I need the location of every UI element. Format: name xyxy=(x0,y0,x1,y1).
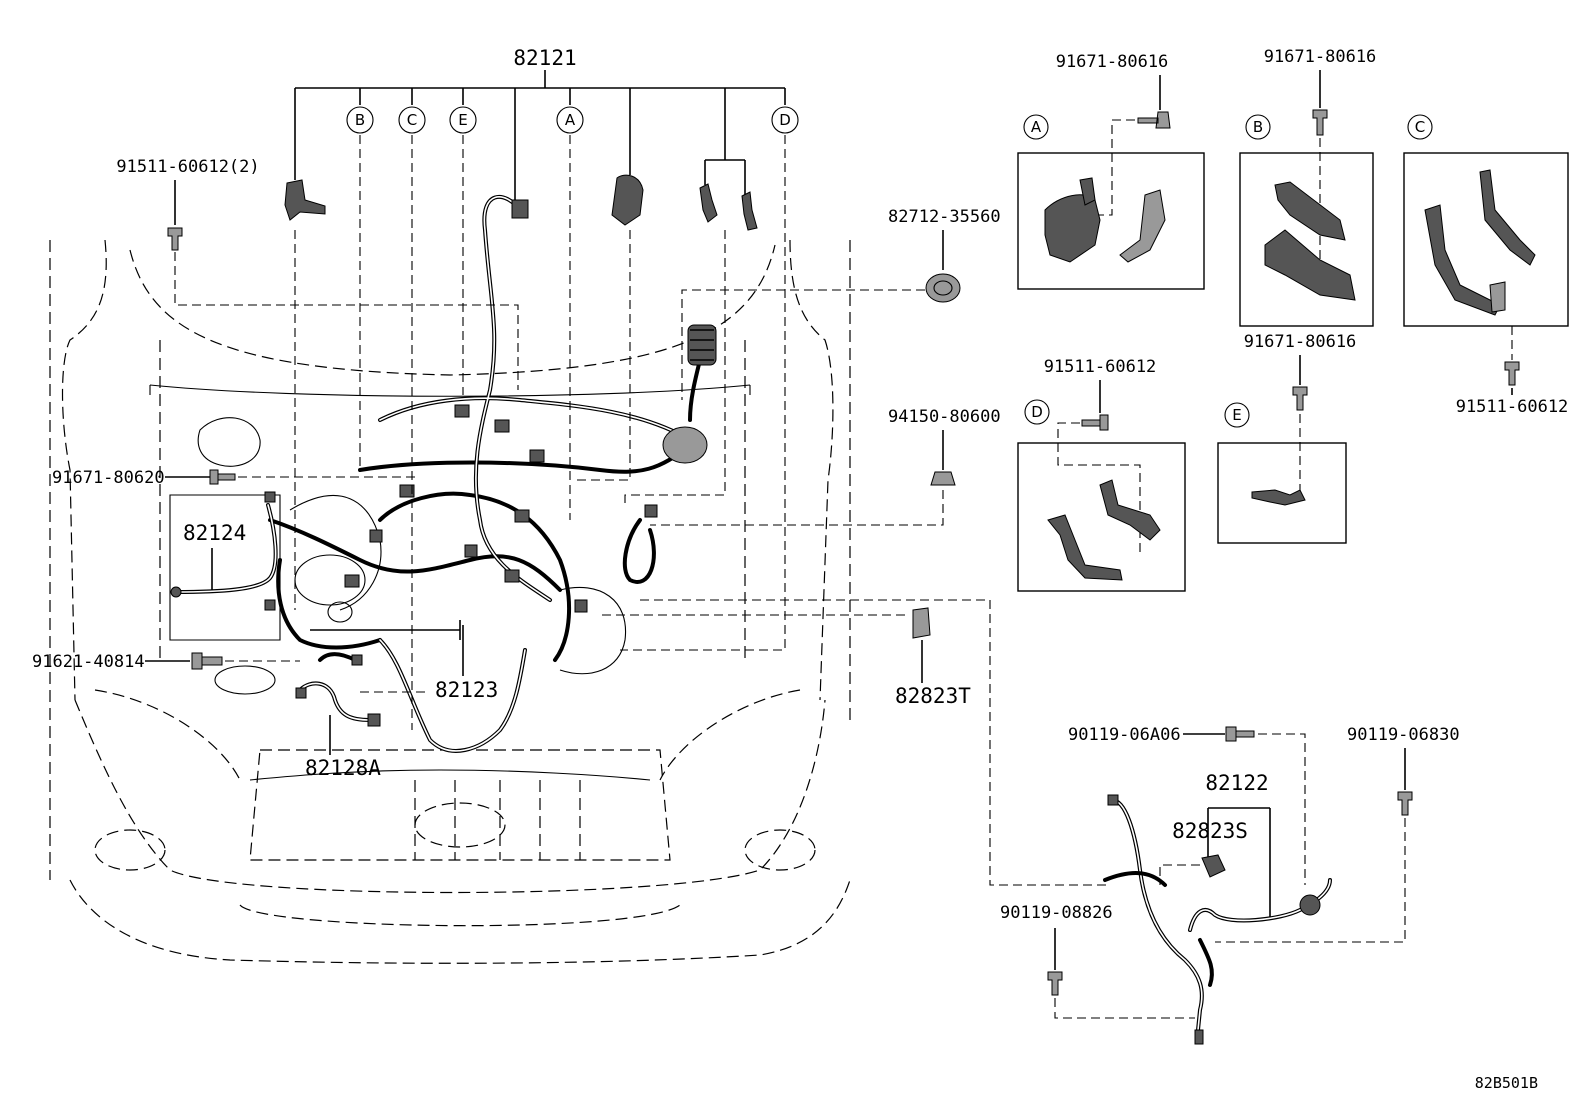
detail-b-bolt-bottom-label: 91671-80616 xyxy=(1244,332,1357,352)
label-94150-80600: 94150-80600 xyxy=(888,407,1001,427)
top-clip-parts xyxy=(284,174,758,231)
branch-letters: B C E A D xyxy=(346,106,799,134)
detail-box-d: D 91511-60612 xyxy=(1017,357,1186,592)
engine-bay xyxy=(169,417,651,781)
middle-callouts: 82712-35560 94150-80600 82823T xyxy=(600,207,1110,886)
detail-b-letter: B xyxy=(1253,118,1263,136)
branch-letter-d: D xyxy=(779,111,791,129)
branch-letter-a: A xyxy=(565,111,576,129)
detail-box-c: C 91511-60612 xyxy=(1403,114,1569,417)
label-82124: 82124 xyxy=(183,521,246,545)
detail-box-a: A 91671-80616 xyxy=(1017,52,1205,290)
82121-leader xyxy=(294,70,786,730)
label-91511-60612-2: 91511-60612(2) xyxy=(116,157,259,177)
label-91671-80620: 91671-80620 xyxy=(52,468,165,488)
left-callouts: 91511-60612(2) 91671-80620 82124 91621-4… xyxy=(32,157,519,780)
detail-b-bolt-top-label: 91671-80616 xyxy=(1264,47,1377,67)
label-90119-08826: 90119-08826 xyxy=(1000,903,1113,923)
detail-c-bolt-label: 91511-60612 xyxy=(1456,397,1569,417)
label-91621-40814: 91621-40814 xyxy=(32,652,145,672)
detail-e-letter: E xyxy=(1232,406,1241,424)
label-82823t: 82823T xyxy=(895,684,971,708)
branch-letter-c: C xyxy=(407,111,417,129)
detail-box-e: E xyxy=(1217,402,1347,544)
label-82712-35560: 82712-35560 xyxy=(888,207,1001,227)
label-82121: 82121 xyxy=(513,46,576,70)
branch-letter-b: B xyxy=(355,111,365,129)
reference-code: 82B501B xyxy=(1475,1074,1538,1092)
battery-harness-82122: 90119-06A06 90119-06830 82122 82823S 901… xyxy=(1000,725,1460,1045)
vehicle-body-outline xyxy=(49,239,851,964)
label-82128a: 82128A xyxy=(305,756,381,780)
detail-c-letter: C xyxy=(1415,118,1425,136)
detail-d-bolt-label: 91511-60612 xyxy=(1044,357,1157,377)
detail-a-letter: A xyxy=(1031,118,1042,136)
sub-harnesses xyxy=(170,503,461,727)
label-90119-06a06: 90119-06A06 xyxy=(1068,725,1181,745)
label-82823s: 82823S xyxy=(1172,819,1248,843)
label-90119-06830: 90119-06830 xyxy=(1347,725,1460,745)
detail-d-letter: D xyxy=(1031,403,1043,421)
detail-box-b: B 91671-80616 91671-80616 xyxy=(1239,47,1377,495)
branch-letter-e: E xyxy=(458,111,467,129)
label-82122: 82122 xyxy=(1205,771,1268,795)
label-82123: 82123 xyxy=(435,678,498,702)
detail-a-bolt-label: 91671-80616 xyxy=(1056,52,1169,72)
main-engine-harness xyxy=(264,194,717,753)
